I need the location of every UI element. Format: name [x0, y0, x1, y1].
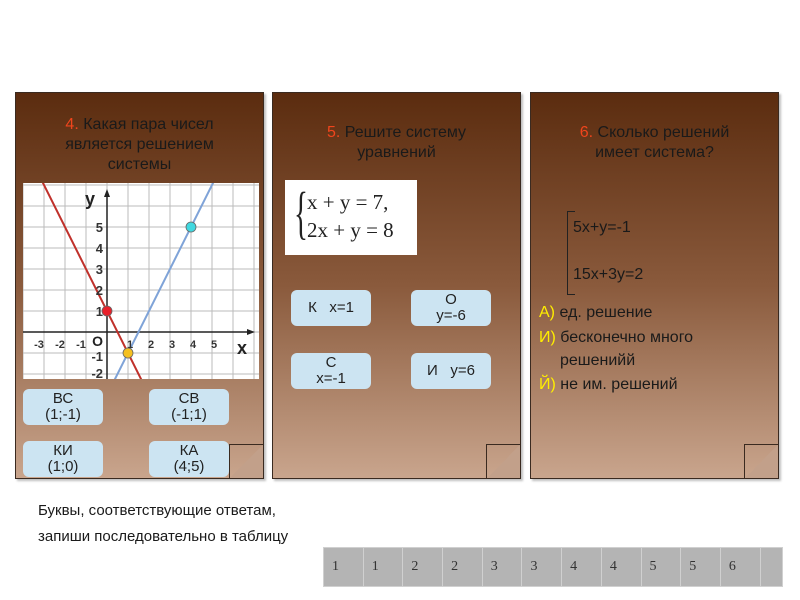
x-tick-label: 1 — [127, 339, 133, 351]
option-j[interactable]: Й) не им. решений — [539, 376, 678, 393]
option-i-cont: решенийй — [560, 352, 636, 369]
folded-corner — [229, 444, 263, 478]
system-brace — [567, 211, 575, 295]
answer-ki[interactable]: КИ(1;0) — [23, 441, 103, 477]
x-tick-label: -2 — [55, 339, 65, 351]
plot-background — [23, 183, 259, 379]
answer-cell[interactable]: 2 — [442, 547, 483, 587]
answer-cell[interactable]: 2 — [402, 547, 444, 587]
y-axis-label: y — [85, 189, 95, 209]
answer-i[interactable]: И y=6 — [411, 353, 491, 389]
equation-2: 15x+3y=2 — [573, 266, 644, 283]
y-tick-label: -1 — [91, 349, 103, 364]
question-5-title: 5. Решите систему уравнений — [326, 124, 467, 161]
answer-cell[interactable]: 1 — [362, 547, 404, 587]
y-tick-label: 1 — [96, 304, 103, 319]
instruction-line-1: Буквы, соответствующие ответам, — [38, 502, 276, 519]
option-i[interactable]: И) бесконечно много — [539, 329, 694, 346]
data-point — [185, 221, 197, 233]
y-axis-arrow-icon — [104, 189, 110, 197]
answer-cell[interactable] — [759, 547, 784, 587]
question-5-card: 5. Решите систему уравнений { x + y = 7,… — [272, 92, 521, 479]
answer-cell[interactable]: 5 — [640, 547, 682, 587]
answer-cell[interactable]: 3 — [481, 547, 523, 587]
series-line — [113, 183, 215, 379]
x-axis-arrow-icon — [247, 329, 255, 335]
equation-system-image: { x + y = 7, 2x + y = 8 — [285, 180, 417, 255]
answer-cell[interactable]: 3 — [521, 547, 563, 587]
x-axis-label: x — [237, 338, 247, 358]
question-4-title: 4. Какая пара чисел является решением си… — [65, 116, 214, 173]
answer-cell[interactable]: 1 — [323, 547, 364, 587]
y-tick-label: 3 — [96, 262, 103, 277]
y-tick-label: 2 — [96, 283, 103, 298]
data-point — [122, 347, 134, 359]
answer-cell[interactable]: 4 — [600, 547, 642, 587]
instruction-line-2: запиши последовательно в таблицу — [38, 528, 289, 545]
equation-1: 5x+y=-1 — [573, 219, 631, 236]
y-tick-label: 4 — [96, 241, 104, 256]
answer-cell[interactable]: 5 — [680, 547, 721, 587]
answer-cb[interactable]: СВ(-1;1) — [149, 389, 229, 425]
brace-icon: { — [293, 180, 308, 245]
folded-corner — [744, 444, 778, 478]
y-tick-label: 5 — [96, 220, 103, 235]
x-tick-label: -1 — [76, 339, 86, 351]
answer-ka[interactable]: КА(4;5) — [149, 441, 229, 477]
option-a[interactable]: А) ед. решение — [539, 304, 653, 321]
origin-label: O — [92, 333, 103, 349]
folded-corner — [486, 444, 520, 478]
question-6-title: 6. Сколько решений имеет система? — [579, 124, 730, 161]
x-tick-label: 2 — [148, 339, 154, 351]
x-tick-label: 5 — [211, 339, 217, 351]
answer-cell[interactable]: 4 — [561, 547, 602, 587]
answer-bc[interactable]: ВС(1;-1) — [23, 389, 103, 425]
y-tick-label: -2 — [91, 366, 103, 379]
x-tick-label: -3 — [34, 339, 44, 351]
x-tick-label: 4 — [190, 339, 197, 351]
series-line — [41, 183, 143, 379]
question-4-card: 4. Какая пара чисел является решением си… — [15, 92, 264, 479]
answer-k[interactable]: К x=1 — [291, 290, 371, 326]
x-tick-label: 3 — [169, 339, 175, 351]
data-point — [101, 305, 113, 317]
question-6-card: 6. Сколько решений имеет система? 5x+y=-… — [530, 92, 779, 479]
answer-cell[interactable]: 6 — [719, 547, 761, 587]
